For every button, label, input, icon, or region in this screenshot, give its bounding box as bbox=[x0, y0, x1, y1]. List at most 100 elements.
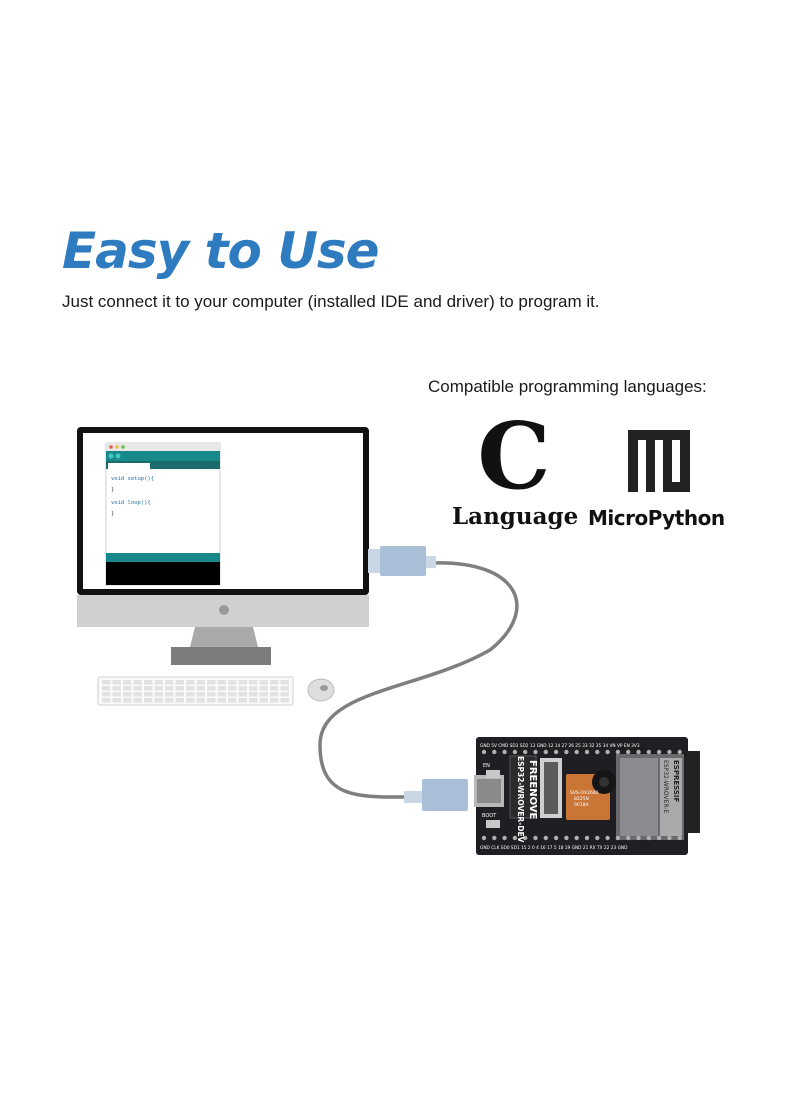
header-pin bbox=[595, 835, 600, 841]
keyboard-key bbox=[175, 680, 184, 685]
keyboard-key bbox=[144, 698, 153, 703]
keyboard-key bbox=[249, 686, 258, 691]
boot-button bbox=[486, 820, 500, 828]
header-pin bbox=[584, 835, 590, 841]
c-language-caption: Language bbox=[452, 503, 579, 530]
keyboard-key bbox=[280, 686, 289, 691]
usb-plug-monitor bbox=[368, 546, 436, 576]
header-pin bbox=[636, 835, 641, 841]
keyboard-key bbox=[238, 698, 247, 703]
header-pin bbox=[512, 749, 518, 755]
module-maker: ESPRESSIF bbox=[672, 760, 680, 802]
module-name: ESP32-WROVER-E bbox=[662, 760, 669, 813]
header-pin bbox=[595, 749, 600, 755]
code-line: void loop(){ bbox=[111, 500, 151, 506]
micropython-logo-icon bbox=[628, 430, 690, 492]
keyboard-key bbox=[228, 698, 237, 703]
keyboard-key bbox=[249, 692, 258, 697]
header-pin bbox=[615, 749, 621, 755]
mouse bbox=[307, 678, 335, 702]
header-pin bbox=[584, 749, 590, 755]
keyboard-key bbox=[196, 680, 205, 685]
keyboard-key bbox=[238, 680, 247, 685]
header-pin bbox=[677, 835, 682, 841]
keyboard-key bbox=[280, 698, 289, 703]
keyboard-key bbox=[280, 680, 289, 685]
keyboard-key bbox=[123, 680, 132, 685]
keyboard-key bbox=[144, 692, 153, 697]
board-model: ESP32-WROVER-DEV bbox=[516, 756, 525, 843]
keyboard-key bbox=[133, 686, 142, 691]
header-pin bbox=[553, 835, 559, 841]
usb-cable bbox=[318, 561, 519, 799]
keyboard-key bbox=[196, 698, 205, 703]
keyboard-key bbox=[228, 692, 237, 697]
micropython-caption: MicroPython bbox=[588, 506, 725, 530]
keyboard-key bbox=[102, 680, 111, 685]
code-line: } bbox=[111, 511, 114, 517]
keyboard-key bbox=[154, 692, 163, 697]
en-label: EN bbox=[483, 763, 490, 769]
header-pin bbox=[543, 749, 548, 755]
monitor-power-icon bbox=[219, 605, 229, 615]
keyboard bbox=[97, 676, 294, 706]
header-pin bbox=[626, 835, 631, 841]
header-pin bbox=[667, 749, 672, 755]
keyboard-key bbox=[102, 698, 111, 703]
page-subtitle: Just connect it to your computer (instal… bbox=[62, 292, 600, 311]
keyboard-key bbox=[133, 680, 142, 685]
keyboard-key bbox=[259, 698, 268, 703]
header-pin bbox=[626, 749, 631, 755]
boot-label: BOOT bbox=[482, 813, 497, 819]
keyboard-key bbox=[112, 692, 121, 697]
header-pin bbox=[533, 835, 538, 841]
header-pin bbox=[512, 835, 518, 841]
keyboard-key bbox=[165, 686, 174, 691]
keyboard-key bbox=[217, 686, 226, 691]
keyboard-key bbox=[280, 692, 289, 697]
bottom-pin-labels: GND CLK SD0 SD1 15 2 0 4 16 17 5 18 19 G… bbox=[480, 845, 628, 851]
page-title: Easy to Use bbox=[62, 222, 380, 280]
keyboard-key bbox=[207, 692, 216, 697]
camera-label: 0018A bbox=[574, 802, 589, 808]
header-pin bbox=[636, 749, 641, 755]
keyboard-key bbox=[112, 698, 121, 703]
header-pin bbox=[502, 749, 507, 755]
keyboard-key bbox=[238, 692, 247, 697]
header-pin bbox=[646, 835, 651, 841]
en-button bbox=[486, 770, 500, 778]
keyboard-key bbox=[207, 680, 216, 685]
keyboard-key bbox=[133, 692, 142, 697]
keyboard-key bbox=[259, 680, 268, 685]
esp32-board bbox=[474, 737, 700, 855]
header-pin bbox=[615, 835, 621, 841]
header-pin bbox=[574, 749, 579, 755]
keyboard-key bbox=[207, 686, 216, 691]
header-pin bbox=[492, 749, 497, 755]
keyboard-key bbox=[238, 686, 247, 691]
keyboard-key bbox=[123, 686, 132, 691]
keyboard-key bbox=[144, 686, 153, 691]
keyboard-key bbox=[228, 680, 237, 685]
keyboard-key bbox=[123, 698, 132, 703]
keyboard-key bbox=[270, 692, 279, 697]
keyboard-key bbox=[154, 698, 163, 703]
camera-label: SVS-OV2640 bbox=[570, 790, 599, 796]
keyboard-key bbox=[259, 686, 268, 691]
header-pin bbox=[646, 749, 651, 755]
keyboard-key bbox=[270, 698, 279, 703]
header-pin bbox=[677, 749, 682, 755]
keyboard-key bbox=[123, 692, 132, 697]
header-pin bbox=[543, 835, 548, 841]
keyboard-key bbox=[165, 680, 174, 685]
keyboard-key bbox=[175, 692, 184, 697]
keyboard-key bbox=[186, 686, 195, 691]
keyboard-key bbox=[217, 680, 226, 685]
board-brand: FREENOVE bbox=[527, 760, 538, 820]
keyboard-key bbox=[207, 698, 216, 703]
keyboard-key bbox=[154, 680, 163, 685]
header-pin bbox=[533, 749, 538, 755]
keyboard-key bbox=[165, 692, 174, 697]
header-pin bbox=[605, 835, 610, 841]
